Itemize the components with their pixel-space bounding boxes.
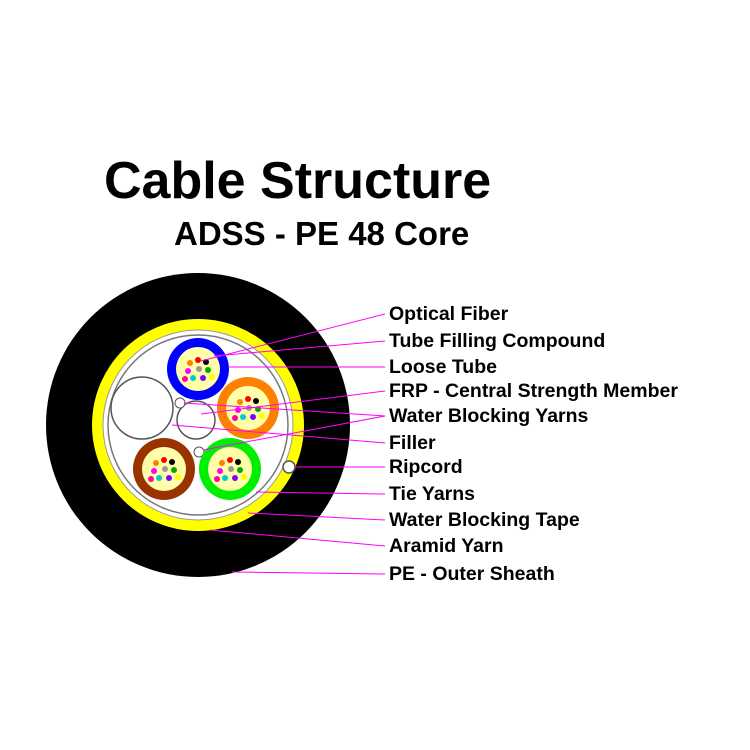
water-blocking-yarn [174,397,186,409]
label-water-blocking-tape: Water Blocking Tape [389,509,580,531]
optical-fiber [200,375,206,381]
leader-line-outer-sheath [231,571,386,575]
leader-line-water-blocking-tape [247,512,386,521]
optical-fiber [227,457,233,463]
optical-fiber [162,466,168,472]
leader-line-optical-fiber [200,313,386,362]
optical-fiber [161,457,167,463]
optical-fiber [205,367,211,373]
optical-fiber [245,396,251,402]
optical-fiber [151,468,157,474]
label-frp-central-strength-member: FRP - Central Strength Member [389,380,678,402]
fiber-bundle [214,457,247,482]
label-pe-outer-sheath: PE - Outer Sheath [389,563,555,585]
optical-fiber [219,460,225,466]
optical-fiber [250,414,256,420]
leader-line-aramid-yarn [209,529,386,547]
optical-fiber [228,466,234,472]
ripcord [282,460,296,474]
optical-fiber [235,407,241,413]
optical-fiber [222,475,228,481]
optical-fiber [187,360,193,366]
central-strength-member [176,400,216,440]
optical-fiber [196,366,202,372]
optical-fiber [259,413,265,419]
diagram-title: Cable Structure [104,152,492,210]
fiber-bundle [182,357,215,382]
leader-line-filler [171,424,386,444]
optical-fiber [232,475,238,481]
label-water-blocking-yarns: Water Blocking Yarns [389,405,589,427]
leader-line-frp [200,390,386,415]
water-blocking-yarn [193,446,205,458]
label-tie-yarns: Tie Yarns [389,483,476,505]
optical-fiber [214,476,220,482]
filler [110,376,174,440]
optical-fiber [237,467,243,473]
optical-fiber [153,460,159,466]
label-optical-fiber: Optical Fiber [389,303,509,325]
optical-fiber [175,474,181,480]
label-tube-filling-compound: Tube Filling Compound [389,330,606,352]
optical-fiber [171,467,177,473]
optical-fiber [190,375,196,381]
leader-line-tie-yarns [255,491,386,495]
optical-fiber [185,368,191,374]
optical-fiber [232,415,238,421]
optical-fiber [253,398,259,404]
optical-fiber [182,376,188,382]
optical-fiber [241,474,247,480]
optical-fiber [240,414,246,420]
leader-line-water-blocking-yarns-1 [183,402,386,417]
diagram-subtitle: ADSS - PE 48 Core [174,215,470,252]
leader-lines [171,313,386,575]
label-aramid-yarn: Aramid Yarn [389,535,504,557]
optical-fiber [148,476,154,482]
optical-fiber [235,459,241,465]
optical-fiber [217,468,223,474]
leader-line-tube-filling-compound [213,340,386,357]
optical-fiber [166,475,172,481]
optical-fiber [209,374,215,380]
leader-line-water-blocking-yarns-2 [202,415,386,451]
optical-fiber [195,357,201,363]
label-ripcord: Ripcord [389,456,463,478]
optical-fiber [237,399,243,405]
fiber-bundle [148,457,181,482]
optical-fiber [156,475,162,481]
optical-fiber [169,459,175,465]
label-filler: Filler [389,432,436,454]
label-loose-tube: Loose Tube [389,356,497,378]
